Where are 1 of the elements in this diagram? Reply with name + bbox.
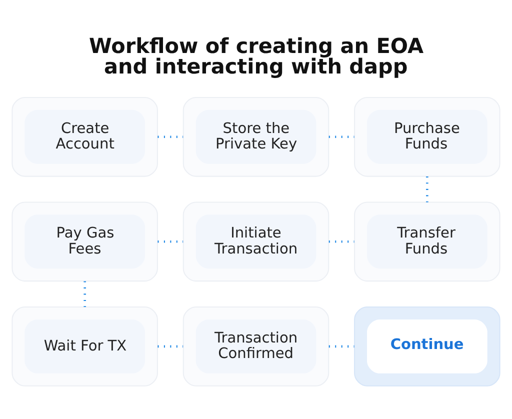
diagram-title: Workflow of creating an EOA and interacting with dapp: [88, 34, 424, 79]
